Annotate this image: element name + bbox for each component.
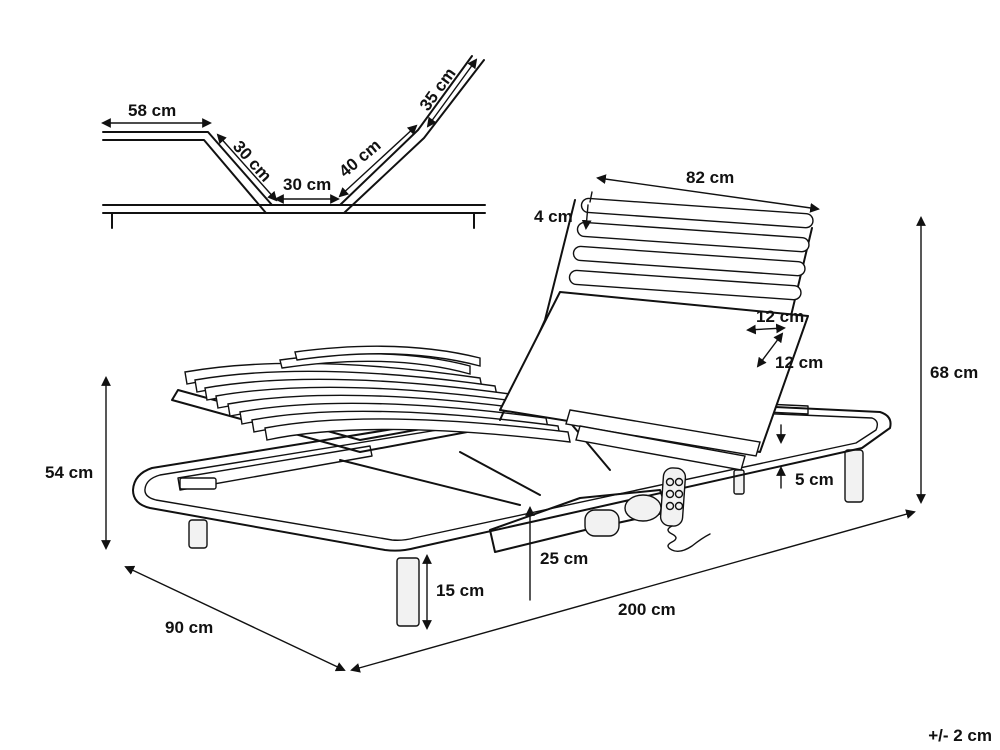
- bed-dimensions: 82 cm 4 cm 12 cm 12 cm 68 cm 54 cm 5 cm …: [45, 168, 978, 673]
- profile-base: [102, 204, 486, 229]
- leg-front-left: [188, 519, 208, 549]
- cushion-width-label: 12 cm: [756, 307, 804, 326]
- leg-back-center: [733, 469, 745, 495]
- profile-foot-arrow: [426, 58, 478, 128]
- back-section: [499, 197, 814, 471]
- profile-thigh-arrow: [338, 124, 418, 198]
- width-arrow: [124, 565, 346, 672]
- tolerance-note: +/- 2 cm: [928, 726, 992, 745]
- total-height-label: 68 cm: [930, 363, 978, 382]
- leg-front-right: [396, 557, 420, 627]
- profile-diagram: 58 cm 30 cm 30 cm 40 cm 35 cm: [101, 55, 486, 229]
- leg-back-right: [844, 449, 864, 503]
- slat-thickness-arrow: [581, 204, 592, 230]
- profile-back-arrow: [216, 133, 278, 202]
- profile-thigh-label: 40 cm: [335, 136, 384, 182]
- motor-unit: [489, 489, 669, 553]
- clearance-label: 5 cm: [795, 470, 834, 489]
- bed-legs: [188, 449, 864, 627]
- raised-height-label: 54 cm: [45, 463, 93, 482]
- cushion-depth-label: 12 cm: [775, 353, 823, 372]
- length-arrow: [350, 509, 916, 673]
- slat-thickness-label: 4 cm: [534, 207, 573, 226]
- remote-control: [659, 467, 711, 553]
- profile-seat-label: 30 cm: [283, 175, 331, 194]
- cushion-depth-arrow: [756, 332, 784, 368]
- cushion-width-arrow: [746, 323, 786, 335]
- headrest-width-arrow: [596, 174, 820, 213]
- bed-illustration: [132, 197, 892, 627]
- leg-section: [171, 345, 611, 506]
- headrest-width-label: 82 cm: [686, 168, 734, 187]
- headrest-slats: [568, 197, 814, 301]
- profile-head-label: 58 cm: [128, 101, 176, 120]
- length-label: 200 cm: [618, 600, 676, 619]
- width-label: 90 cm: [165, 618, 213, 637]
- leg-height-label: 15 cm: [436, 581, 484, 600]
- profile-foot-label: 35 cm: [416, 64, 460, 114]
- motor-height-label: 25 cm: [540, 549, 588, 568]
